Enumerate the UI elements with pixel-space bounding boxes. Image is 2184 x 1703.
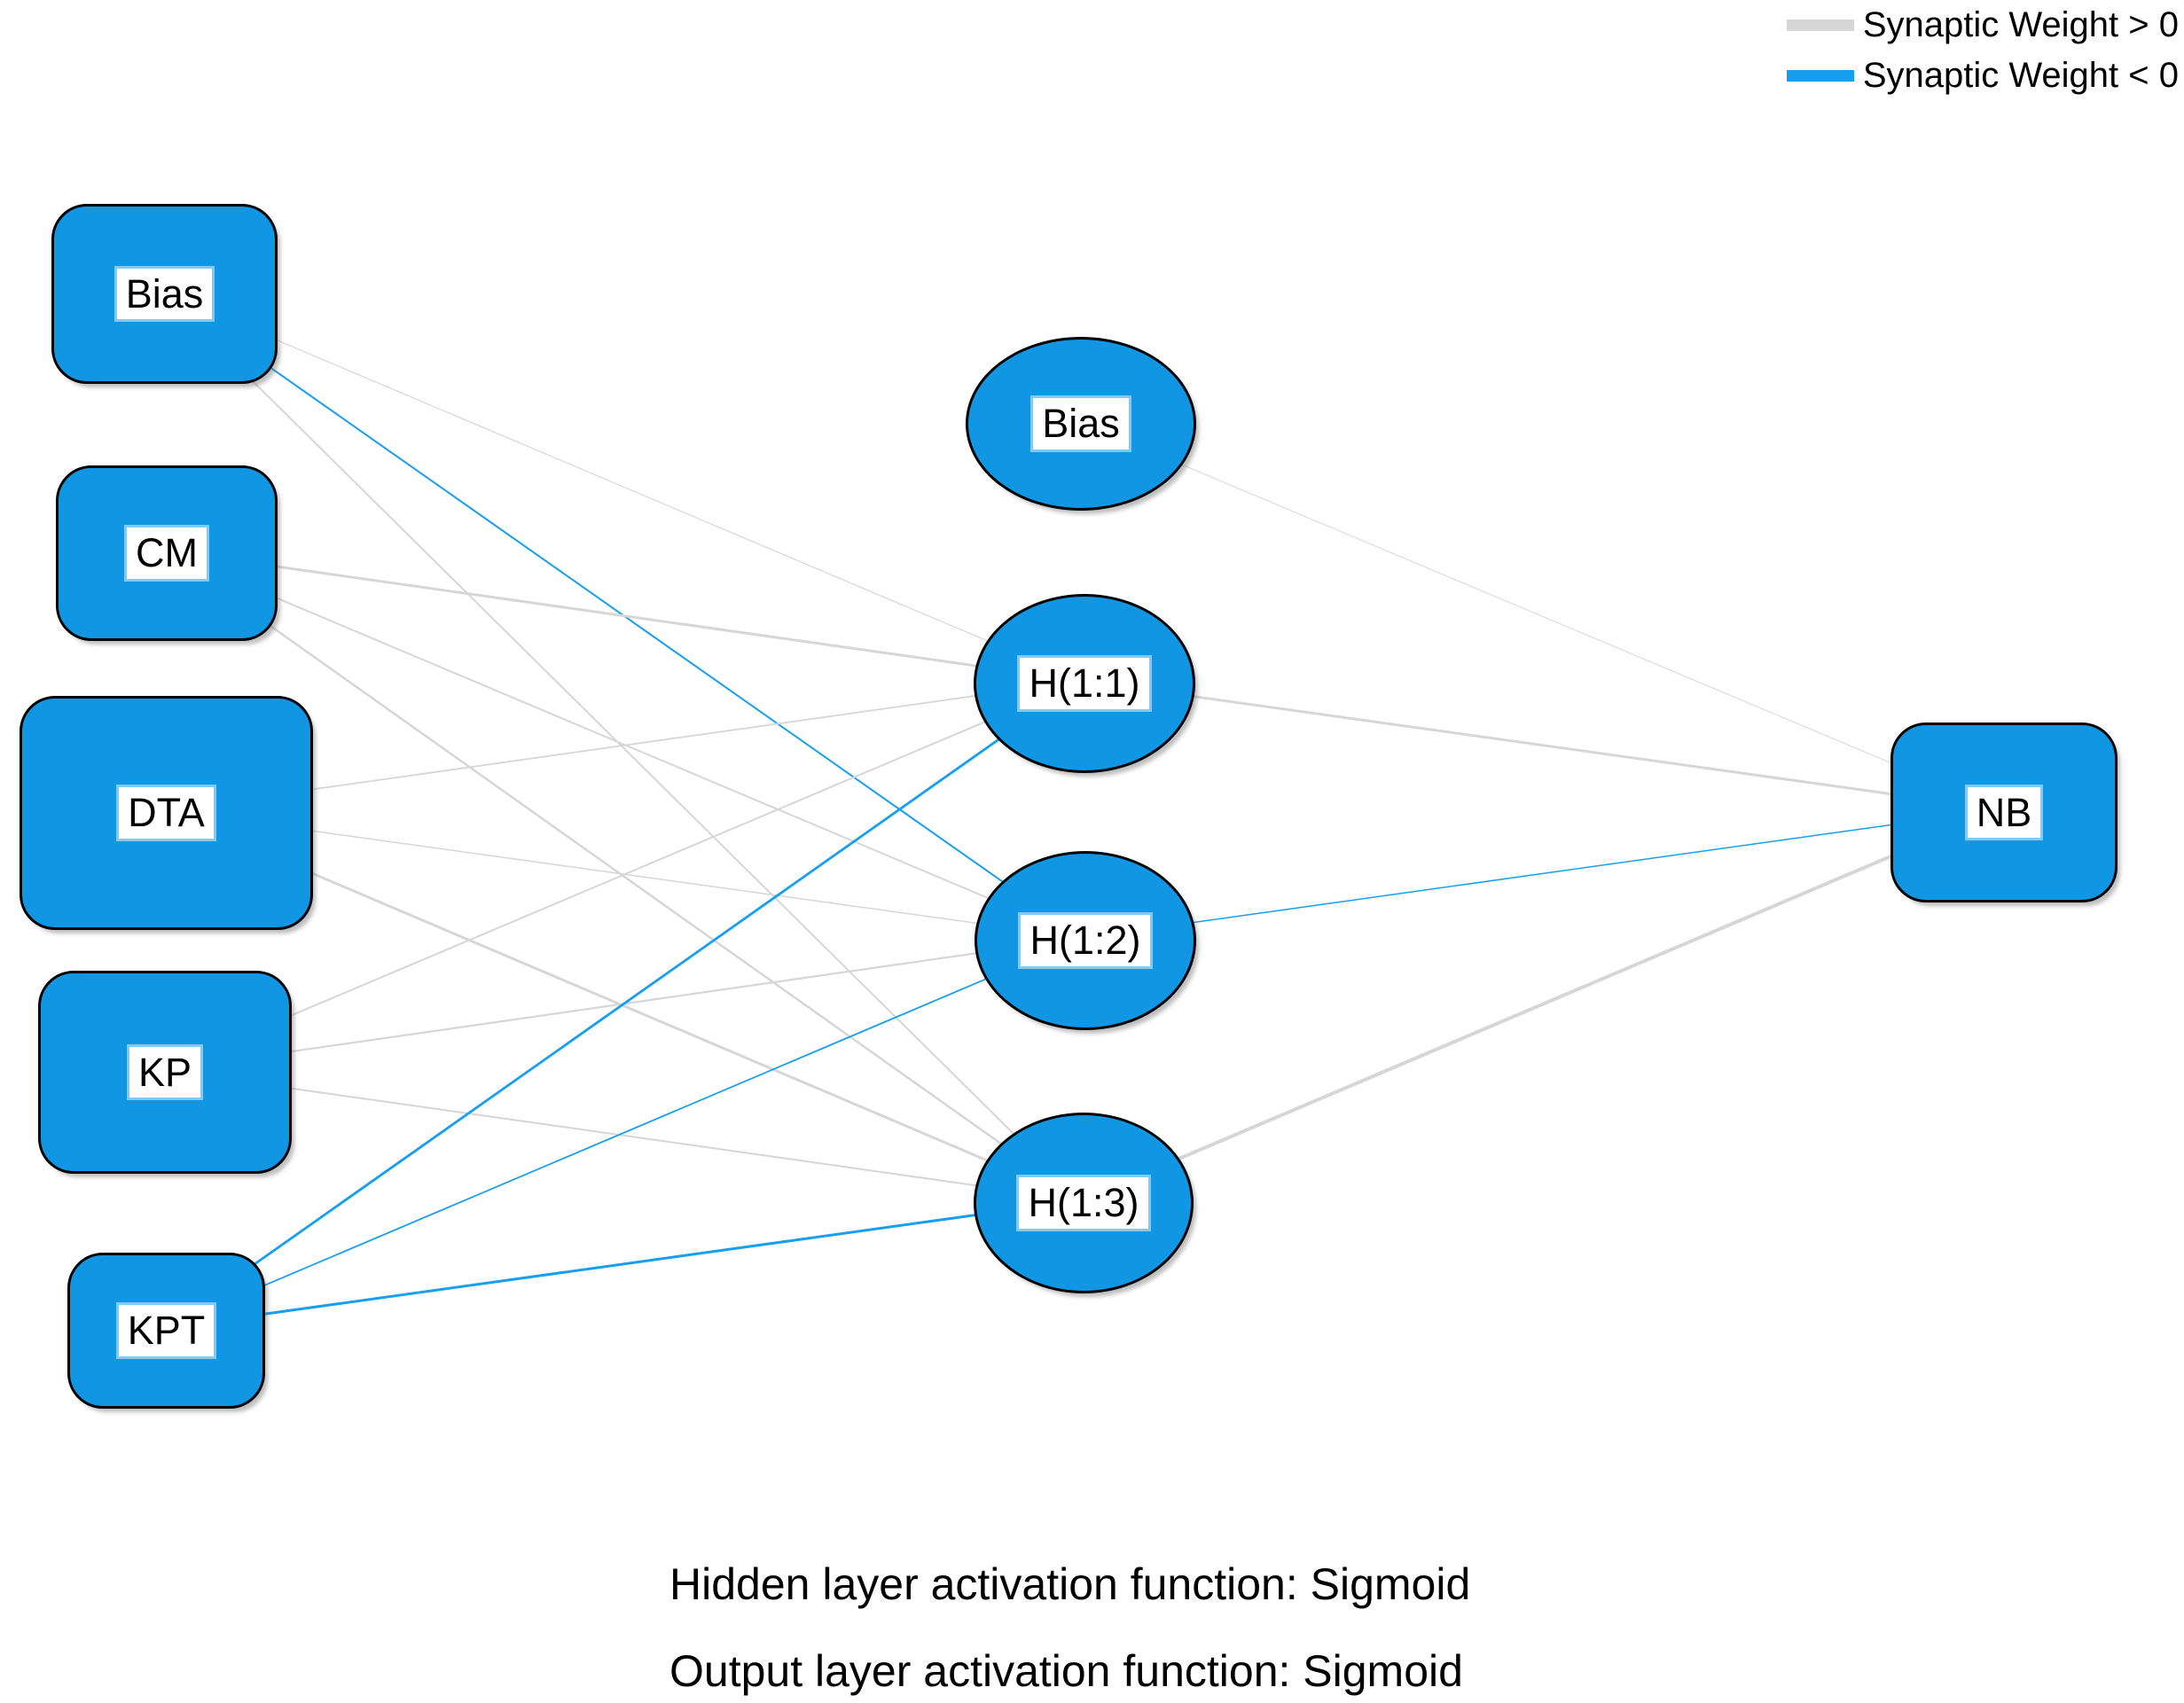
connection-bias_in-h11 [161,291,1083,682]
input-node-kpt-label: KPT [115,1302,217,1359]
connection-cm-h12 [163,550,1084,939]
legend: Synaptic Weight > 0 Synaptic Weight < 0 [1786,5,2179,96]
legend-negative-label: Synaptic Weight < 0 [1862,56,2179,95]
connection-kpt-h13 [163,1199,1082,1330]
legend-positive-label: Synaptic Weight > 0 [1862,5,2179,44]
input-node-cm-label: CM [124,525,209,582]
input-node-dta: DTA [20,696,313,930]
connection-kpt-h11 [163,679,1083,1330]
hidden-node-bias-label: Bias [1030,395,1131,452]
hidden-node-h13-label: H(1:3) [1016,1175,1151,1231]
connection-h11-nb [1081,679,2002,811]
input-node-kp-label: KP [126,1043,204,1101]
legend-negative-swatch [1786,70,1854,82]
input-node-dta-label: DTA [116,785,216,841]
connection-bias_h-nb [1077,420,2002,810]
legend-row-negative: Synaptic Weight < 0 [1786,56,2179,96]
legend-row-positive: Synaptic Weight > 0 [1786,5,2179,45]
input-node-bias: Bias [51,204,278,384]
connection-kp-h13 [161,1069,1082,1201]
output-activation-caption: Output layer activation function: Sigmoi… [669,1646,1463,1696]
input-node-kpt: KPT [67,1253,265,1409]
input-node-kp: KP [38,971,292,1174]
connection-h13-nb [1080,808,2002,1202]
output-node-nb: NB [1890,723,2117,902]
hidden-activation-caption: Hidden layer activation function: Sigmoi… [669,1559,1471,1609]
connection-cm-h11 [163,549,1083,683]
hidden-node-h11-label: H(1:1) [1017,655,1152,712]
input-node-cm: CM [56,465,278,641]
hidden-node-bias: Bias [966,337,1196,511]
hidden-node-h12-label: H(1:2) [1018,912,1153,969]
legend-positive-swatch [1786,20,1854,31]
connection-kp-h11 [161,680,1083,1071]
hidden-node-h13: H(1:3) [974,1113,1194,1293]
connection-kpt-h12 [163,937,1084,1329]
hidden-node-h12: H(1:2) [975,851,1196,1030]
hidden-node-h11: H(1:1) [974,594,1195,773]
input-node-bias-label: Bias [114,265,215,323]
output-node-nb-label: NB [1964,784,2044,841]
connection-h12-nb [1082,809,2002,939]
connection-dta-h11 [163,680,1083,811]
